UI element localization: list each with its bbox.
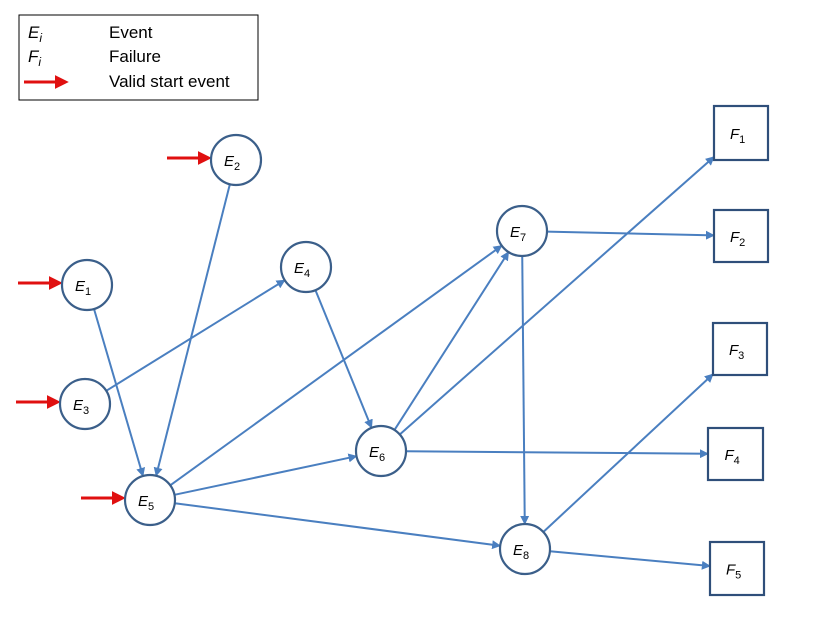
event-label: E5: [138, 493, 154, 513]
event-circle: [279, 240, 333, 294]
event-node-e6: E6: [354, 424, 408, 478]
edge-e6-to-e7: [393, 251, 510, 431]
event-node-e4: E4: [279, 240, 333, 294]
event-label: E1: [75, 278, 91, 298]
failure-node-f2: F2: [712, 208, 770, 264]
event-circle: [354, 424, 408, 478]
edge-e2-to-e5: [153, 183, 231, 477]
failure-box: [706, 426, 765, 482]
event-label: E3: [73, 397, 89, 417]
edge-e5-to-e7: [169, 244, 503, 487]
event-circle: [123, 473, 177, 527]
failure-label: F4: [725, 447, 740, 467]
event-circle: [209, 133, 263, 187]
event-node-e2: E2: [209, 133, 263, 187]
event-circle: [498, 522, 552, 576]
failure-box: [712, 208, 770, 264]
event-label: E2: [224, 153, 240, 173]
legend-failure-symbol: Fi: [28, 47, 41, 69]
event-node-e5: E5: [123, 473, 177, 527]
legend-start-label: Valid start event: [109, 72, 230, 91]
edge-e5-to-e6: [174, 453, 358, 496]
event-label: E7: [510, 224, 526, 244]
event-node-e1: E1: [60, 258, 114, 312]
edge-e8-to-f3: [542, 373, 714, 533]
legend-event-symbol: Ei: [28, 23, 42, 45]
event-node-e7: E7: [495, 204, 549, 258]
start-arrows: [16, 151, 212, 505]
event-node-e8: E8: [498, 522, 552, 576]
event-label: E4: [294, 260, 310, 280]
event-circle: [495, 204, 549, 258]
failure-box: [708, 540, 766, 597]
edges: [93, 156, 715, 570]
failure-node-f1: F1: [712, 104, 770, 162]
edge-e7-to-e8: [520, 255, 530, 525]
failure-box: [711, 321, 769, 377]
event-circle: [60, 258, 114, 312]
event-node-e3: E3: [58, 377, 112, 431]
edge-e5-to-e8: [174, 502, 502, 550]
edge-e6-to-f4: [405, 449, 709, 459]
legend-event-label: Event: [109, 23, 153, 42]
edge-e8-to-f5: [549, 550, 711, 570]
failure-box: [712, 104, 770, 162]
edge-e3-to-e4: [105, 279, 286, 392]
edge-e7-to-f2: [546, 230, 715, 240]
failure-node-f4: F4: [706, 426, 765, 482]
failure-label: F5: [726, 562, 741, 582]
event-label: E8: [513, 542, 529, 562]
failure-label: F1: [730, 126, 745, 146]
edge-e1-to-e5: [93, 308, 146, 477]
failure-node-f3: F3: [711, 321, 769, 377]
failure-label: F3: [729, 342, 744, 362]
legend-failure-label: Failure: [109, 47, 161, 66]
event-circle: [58, 377, 112, 431]
failure-label: F2: [730, 229, 745, 249]
legend: Ei Event Fi Failure Valid start event: [18, 14, 259, 101]
event-label: E6: [369, 444, 385, 464]
failure-node-f5: F5: [708, 540, 766, 597]
edge-e6-to-f1: [399, 156, 715, 436]
